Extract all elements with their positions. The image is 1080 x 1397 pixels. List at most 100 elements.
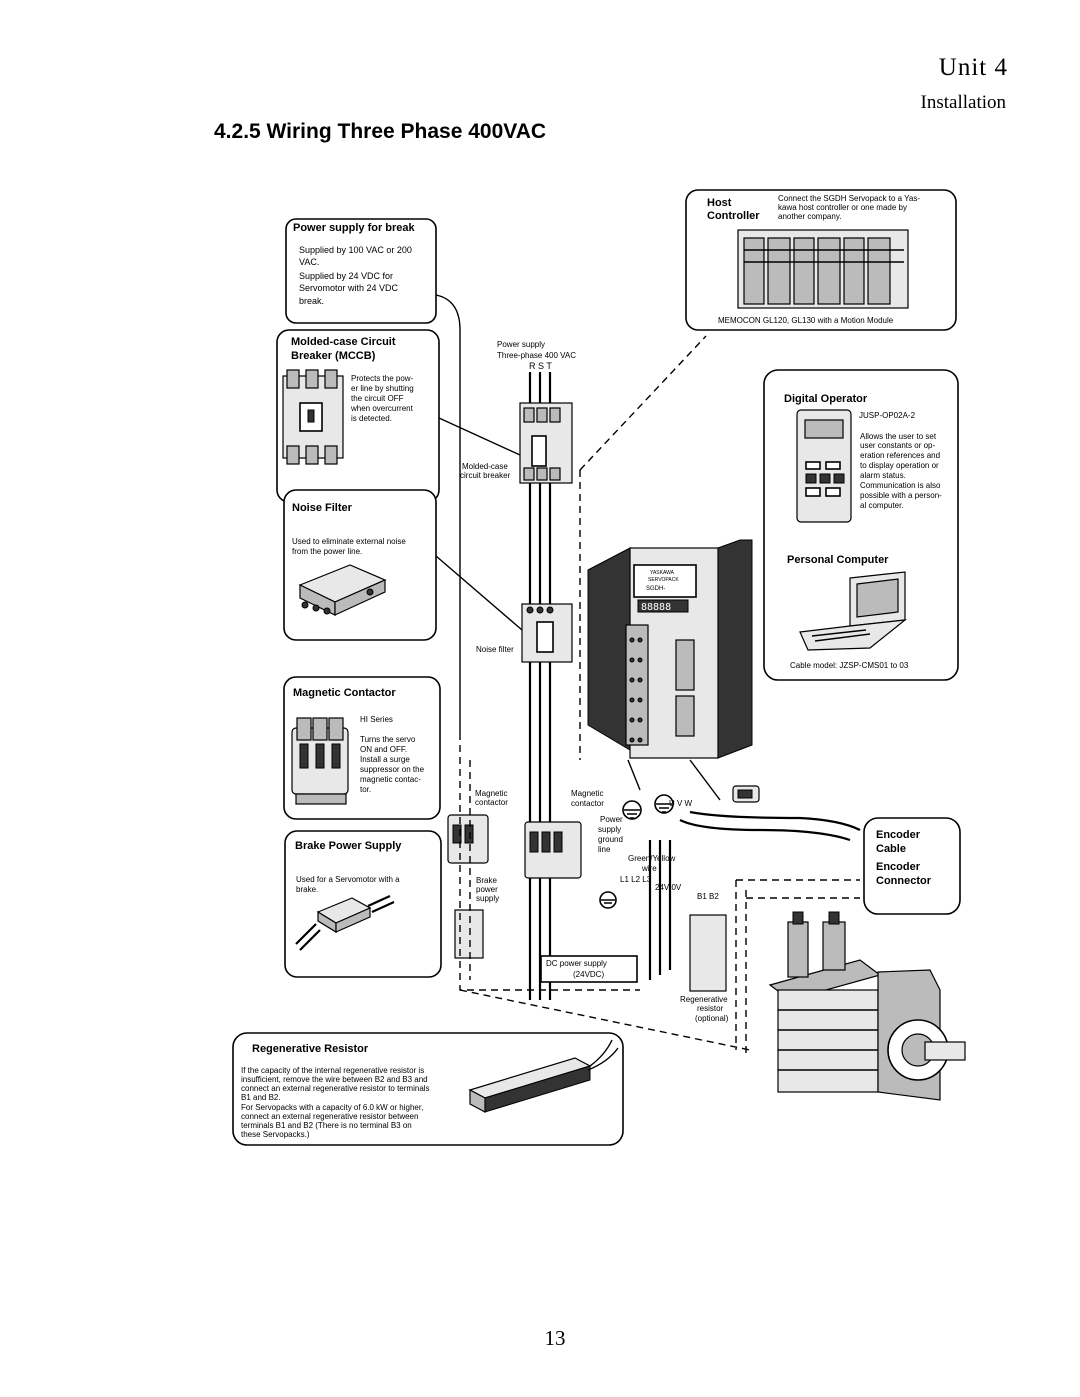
encoder-line: Connector — [876, 875, 932, 887]
mccb-breaker-icon — [282, 369, 344, 465]
host-dashed — [579, 335, 707, 471]
noise-filter-icon — [298, 564, 387, 616]
encoder-cable — [679, 810, 861, 842]
mccb-line: er line by shutting — [351, 384, 414, 393]
power-supply-label: Power supply — [497, 340, 545, 349]
do-line: al computer. — [860, 501, 904, 510]
dc-supply-label: DC power supply — [546, 959, 607, 968]
noise-filter-box: Noise Filter Used to eliminate external … — [283, 489, 437, 641]
rst-label: R S T — [529, 361, 552, 371]
page-number: 13 — [544, 1326, 566, 1350]
regen-dashed — [459, 989, 751, 1051]
do-line: alarm status. — [860, 471, 906, 480]
pc-cable: Cable model: JZSP-CMS01 to 03 — [790, 661, 909, 670]
regen-line: connect an external regenerative resisto… — [241, 1084, 430, 1093]
power-break-line: Supplied by 100 VAC or 200 — [299, 245, 412, 255]
do-line: Communication is also — [860, 481, 941, 490]
servomotor — [768, 911, 966, 1101]
mc-line: suppressor on the — [360, 765, 425, 774]
mccb-box: Molded-case Circuit Breaker (MCCB) Prote… — [276, 329, 440, 503]
regen-line: terminals B1 and B2 (There is no termina… — [241, 1121, 412, 1130]
ground-symbol — [622, 800, 642, 820]
magnetic-contactor-icon — [291, 717, 349, 805]
power-break-title: Power supply for break — [293, 222, 416, 234]
regen-inline — [689, 914, 727, 992]
mc-line: ON and OFF. — [360, 745, 407, 754]
noise-filter-line: from the power line. — [292, 547, 362, 556]
noise-filter-line: Used to eliminate external noise — [292, 537, 406, 546]
ground-label: Power — [600, 815, 623, 824]
encoder-connector — [732, 785, 760, 803]
brake-ps-label: power — [476, 885, 498, 894]
encoder-line: Encoder — [876, 829, 921, 841]
servopack: YASKAWA SERVOPACK SGDH- 88888 — [587, 539, 753, 759]
b1b2-label: B1 B2 — [697, 892, 719, 901]
magnetic-contactor-box: Magnetic Contactor HI Series Turns the s… — [283, 676, 441, 820]
encoder-box: Encoder Cable Encoder Connector — [863, 817, 961, 915]
host-controller-box: Host Controller Connect the SGDH Servopa… — [685, 189, 957, 331]
servopack-leaders — [627, 759, 721, 801]
power-break-line: Servomotor with 24 VDC — [299, 283, 399, 293]
mag-contactor-inline-label-2: contactor — [571, 799, 604, 808]
ground-symbol-2 — [654, 794, 674, 814]
regen-line: If the capacity of the internal regenera… — [241, 1066, 424, 1075]
power-break-line: VAC. — [299, 257, 319, 267]
power-break-line: Supplied by 24 VDC for — [299, 271, 393, 281]
servopack-model: SGDH- — [646, 586, 665, 592]
digital-operator-model: JUSP-OP02A-2 — [859, 411, 916, 420]
regen-line: For Servopacks with a capacity of 6.0 kW… — [241, 1103, 423, 1112]
mccb-inline-label-2: circuit breaker — [460, 471, 511, 480]
brake-ps-label: supply — [476, 894, 499, 903]
digital-operator-icon — [796, 409, 852, 523]
brake-ps-inline — [454, 909, 484, 959]
do-line: to display operation or — [860, 461, 939, 470]
host-note: Connect the SGDH Servopack to a Yas- — [778, 194, 920, 203]
host-caption: MEMOCON GL120, GL130 with a Motion Modul… — [718, 316, 894, 325]
mccb-line: is detected. — [351, 414, 392, 423]
regen-line: these Servopacks.) — [241, 1130, 310, 1139]
power-break-line: break. — [299, 296, 324, 306]
mc-line: tor. — [360, 785, 371, 794]
mccb-line: Protects the pow- — [351, 374, 414, 383]
do-line: user constants or op- — [860, 441, 935, 450]
brake-contactor-label: Magnetic — [475, 789, 507, 798]
digital-operator-title: Digital Operator — [784, 393, 868, 405]
servopack-brand: YASKAWA — [650, 570, 675, 576]
laptop-icon — [799, 571, 907, 651]
noise-filter-inline — [521, 603, 573, 663]
brake-power-line: Used for a Servomotor with a — [296, 875, 400, 884]
brake-supply-line — [435, 294, 461, 740]
do-line: eration references and — [860, 451, 940, 460]
host-title: Host — [707, 197, 732, 209]
magnetic-contactor-series: HI Series — [360, 715, 393, 724]
mccb-title-2: Breaker (MCCB) — [291, 350, 376, 362]
brake-contactor-label-2: contactor — [475, 798, 508, 807]
regen-inline-label: Regenerative — [680, 995, 728, 1004]
regen-resistor-box: Regenerative Resistor If the capacity of… — [232, 1032, 624, 1146]
encoder-line: Encoder — [876, 861, 921, 873]
mccb-line: the circuit OFF — [351, 394, 404, 403]
host-title-2: Controller — [707, 210, 760, 222]
brake-power-icon — [295, 894, 395, 951]
page-title: 4.2.5 Wiring Three Phase 400VAC — [214, 120, 547, 143]
noise-filter-title: Noise Filter — [292, 502, 353, 514]
noise-filter-leader — [435, 555, 523, 631]
mc-line: Turns the servo — [360, 735, 416, 744]
l123-label: L1 L2 L3 — [620, 875, 652, 884]
do-line: possible with a person- — [860, 491, 942, 500]
plc-rack-icon — [737, 229, 909, 309]
digital-operator-box: Digital Operator JUSP-OP02A-2 Allows the… — [763, 369, 959, 681]
section-heading: Installation — [920, 92, 1006, 113]
main-contactor-inline — [524, 821, 582, 879]
regen-line: B1 and B2. — [241, 1093, 281, 1102]
uvw-lines — [648, 840, 672, 980]
regen-line: insufficient, remove the wire between B2… — [241, 1075, 428, 1084]
three-phase-label: Three-phase 400 VAC — [497, 351, 576, 360]
brake-contactor-inline — [447, 814, 489, 864]
host-note: kawa host controller or one made by — [778, 203, 907, 212]
mccb-line: when overcurrent — [350, 404, 414, 413]
servopack-display: 88888 — [641, 602, 671, 613]
brake-power-title: Brake Power Supply — [295, 840, 402, 852]
unit-heading: Unit 4 — [938, 54, 1008, 81]
